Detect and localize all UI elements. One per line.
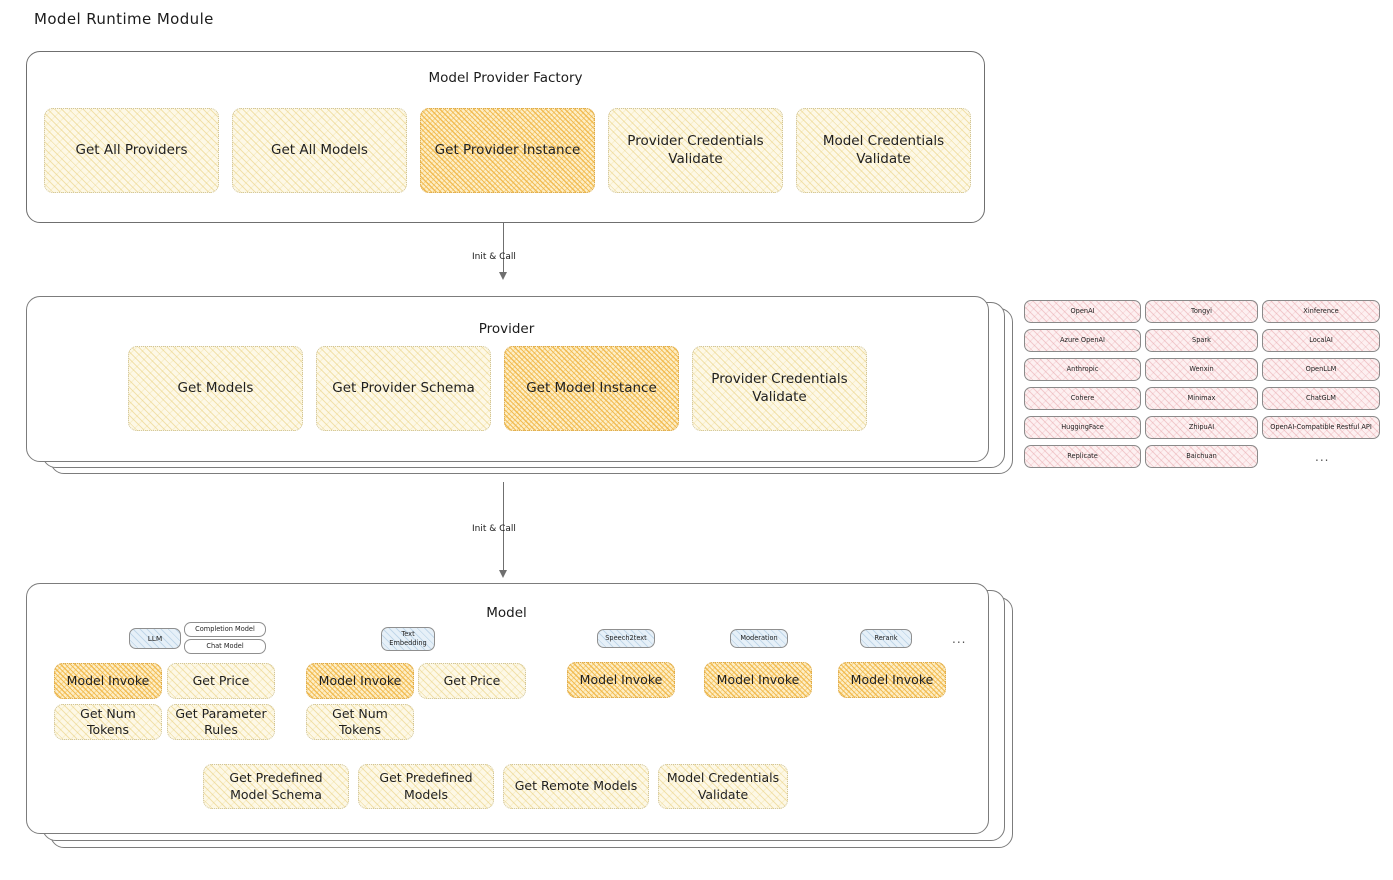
provider-chip-chatglm[interactable]: ChatGLM xyxy=(1262,387,1380,410)
factory-node-get-all-providers[interactable]: Get All Providers xyxy=(44,108,219,193)
model-method-text-embedding-get-num-tokens[interactable]: Get Num Tokens xyxy=(306,704,414,740)
provider-chip-cohere[interactable]: Cohere xyxy=(1024,387,1141,410)
provider-chip-openai-compatible-restful-api[interactable]: OpenAI-Compatible Restful API xyxy=(1262,416,1380,439)
model-type-badge-text-embedding[interactable]: Text Embedding xyxy=(381,627,435,651)
provider-chip-minimax[interactable]: Minimax xyxy=(1145,387,1258,410)
provider-chip-anthropic[interactable]: Anthropic xyxy=(1024,358,1141,381)
model-method-llm-get-num-tokens[interactable]: Get Num Tokens xyxy=(54,704,162,740)
connector-provider-to-model-line xyxy=(503,482,505,574)
provider-chip-localai[interactable]: LocalAI xyxy=(1262,329,1380,352)
model-provider-factory-container: Model Provider Factory Get All Providers… xyxy=(26,51,985,223)
provider-container: Provider Get Models Get Provider Schema … xyxy=(26,296,1013,476)
provider-node-get-models[interactable]: Get Models xyxy=(128,346,303,431)
model-method-text-embedding-get-price[interactable]: Get Price xyxy=(418,663,526,699)
model-type-badge-llm[interactable]: LLM xyxy=(129,628,181,649)
provider-list-more: ... xyxy=(1315,450,1330,464)
model-types-more: ... xyxy=(952,632,967,646)
provider-chip-azure-openai[interactable]: Azure OpenAI xyxy=(1024,329,1141,352)
model-title: Model xyxy=(486,605,527,621)
model-shared-get-predefined-model-schema[interactable]: Get Predefined Model Schema xyxy=(203,764,349,809)
provider-chip-replicate[interactable]: Replicate xyxy=(1024,445,1141,468)
provider-chip-baichuan[interactable]: Baichuan xyxy=(1145,445,1258,468)
model-shared-model-credentials-validate[interactable]: Model Credentials Validate xyxy=(658,764,788,809)
model-subtype-badge-completion-model[interactable]: Completion Model xyxy=(184,622,266,637)
model-method-rerank-model-invoke[interactable]: Model Invoke xyxy=(838,662,946,698)
provider-chip-huggingface[interactable]: HuggingFace xyxy=(1024,416,1141,439)
provider-chip-tongyi[interactable]: Tongyi xyxy=(1145,300,1258,323)
provider-node-provider-credentials-validate[interactable]: Provider Credentials Validate xyxy=(692,346,867,431)
connector-provider-to-model-label: Init & Call xyxy=(472,524,516,534)
factory-node-provider-credentials-validate[interactable]: Provider Credentials Validate xyxy=(608,108,783,193)
model-type-badge-speech2text[interactable]: Speech2text xyxy=(597,629,655,648)
connector-factory-to-provider-label: Init & Call xyxy=(472,252,516,262)
provider-chip-spark[interactable]: Spark xyxy=(1145,329,1258,352)
model-subtype-badge-chat-model[interactable]: Chat Model xyxy=(184,639,266,654)
model-method-speech2text-model-invoke[interactable]: Model Invoke xyxy=(567,662,675,698)
connector-provider-to-model-arrow xyxy=(499,570,507,578)
model-shared-get-predefined-models[interactable]: Get Predefined Models xyxy=(358,764,494,809)
provider-title: Provider xyxy=(478,321,535,337)
factory-node-model-credentials-validate[interactable]: Model Credentials Validate xyxy=(796,108,971,193)
provider-chip-zhipuai[interactable]: ZhipuAI xyxy=(1145,416,1258,439)
model-method-llm-get-price[interactable]: Get Price xyxy=(167,663,275,699)
factory-node-get-provider-instance[interactable]: Get Provider Instance xyxy=(420,108,595,193)
provider-node-get-provider-schema[interactable]: Get Provider Schema xyxy=(316,346,491,431)
connector-factory-to-provider-line xyxy=(503,223,505,278)
model-type-badge-rerank[interactable]: Rerank xyxy=(860,629,912,648)
model-container: Model LLM Completion Model Chat Model Mo… xyxy=(26,583,1013,853)
model-method-llm-model-invoke[interactable]: Model Invoke xyxy=(54,663,162,699)
model-method-moderation-model-invoke[interactable]: Model Invoke xyxy=(704,662,812,698)
provider-chip-openai[interactable]: OpenAI xyxy=(1024,300,1141,323)
connector-factory-to-provider-arrow xyxy=(499,272,507,280)
page-title: Model Runtime Module xyxy=(34,10,214,28)
factory-title: Model Provider Factory xyxy=(428,70,583,86)
provider-chip-wenxin[interactable]: Wenxin xyxy=(1145,358,1258,381)
model-shared-get-remote-models[interactable]: Get Remote Models xyxy=(503,764,649,809)
provider-chip-openllm[interactable]: OpenLLM xyxy=(1262,358,1380,381)
model-method-text-embedding-model-invoke[interactable]: Model Invoke xyxy=(306,663,414,699)
provider-node-get-model-instance[interactable]: Get Model Instance xyxy=(504,346,679,431)
provider-chip-xinference[interactable]: Xinference xyxy=(1262,300,1380,323)
provider-list: OpenAI Azure OpenAI Anthropic Cohere Hug… xyxy=(1024,300,1380,475)
model-type-badge-moderation[interactable]: Moderation xyxy=(730,629,788,648)
factory-node-get-all-models[interactable]: Get All Models xyxy=(232,108,407,193)
model-method-llm-get-parameter-rules[interactable]: Get Parameter Rules xyxy=(167,704,275,740)
